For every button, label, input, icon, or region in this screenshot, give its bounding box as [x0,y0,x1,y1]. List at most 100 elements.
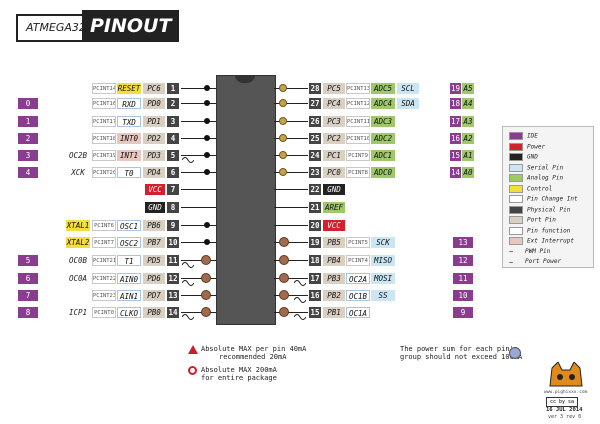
port-pin: PC0 [323,167,345,178]
analog-pin: ADC0 [371,167,395,178]
physical-pin: 24 [309,150,321,161]
pin-lead [181,260,216,261]
analog-alias: A5 [462,83,474,94]
physical-pin: 2 [167,98,179,109]
pin-function: T0 [117,167,141,178]
pcint-label: PCINT18 [92,133,116,144]
ide-number: 9 [453,307,473,318]
physical-pin: 17 [309,273,321,284]
port-pin: PC3 [323,116,345,127]
analog-pin: ADC5 [371,83,395,94]
physical-pin: 19 [309,237,321,248]
port-pin: PB6 [143,220,165,231]
port-pin: PD3 [143,150,165,161]
legend-swatch [509,184,523,193]
legend-item: Physical Pin [509,205,570,216]
legend-label: PWM Pin [525,247,551,255]
pin-lead [274,138,308,139]
pwm-icon [293,290,307,303]
pin-function: OSC2 [117,237,141,248]
pin-lead [181,189,216,190]
port-pin: PD0 [143,98,165,109]
connector-dot [204,85,210,91]
ide-number: 7 [18,290,38,301]
legend-swatch: ~ [509,248,514,256]
physical-pin: 16 [309,290,321,301]
vcc-label: VCC [145,184,165,195]
port-pin: PC1 [323,150,345,161]
pwm-icon [181,307,195,320]
legend-item: Pin Change Int [509,195,578,205]
note-line: for entire package [201,374,277,382]
note-power-sum: The power sum for each pin's group shoul… [400,345,522,361]
pcint-label: PCINT20 [92,167,116,178]
port-power-dot [201,273,211,283]
aref-label: AREF [323,202,345,213]
pin-lead [181,207,216,208]
crystal-label: XTAL2 [66,237,90,248]
serial-pin: SS [371,290,395,301]
physical-pin: 7 [167,184,179,195]
port-power-dot [279,168,287,176]
ide-number: 14 [450,167,461,178]
alt-function: OC2B [68,151,88,160]
pcint-label: PCINT8 [346,167,370,178]
legend-item: Pin function [509,226,570,237]
ide-number: 3 [18,150,38,161]
gnd-label: GND [145,202,165,213]
port-power-dot [279,290,289,300]
pcint-label: PCINT14 [92,83,116,94]
ide-number: 5 [18,255,38,266]
legend-swatch [509,163,523,172]
site-url: www.pighixxx.com [544,390,588,395]
crystal-label: XTAL1 [66,220,90,231]
pin-lead [274,189,308,190]
note-abs-max-pin: Absolute MAX per pin 40mA recommended 20… [201,345,306,361]
pin-lead [274,207,308,208]
pin-lead [274,260,308,261]
port-pin: PD7 [143,290,165,301]
pin-lead [181,278,216,279]
analog-alias: A0 [462,167,474,178]
physical-pin: 22 [309,184,321,195]
port-pin: PD5 [143,255,165,266]
pin-lead [274,225,308,226]
analog-alias: A2 [462,133,474,144]
physical-pin: 10 [167,237,179,248]
legend-label: Serial Pin [527,164,564,171]
legend-swatch [509,195,523,203]
serial-pin: SCK [371,237,395,248]
port-pin: PD1 [143,116,165,127]
ide-number: 11 [453,273,473,284]
pin-function: AIN0 [117,273,141,284]
analog-alias: A3 [462,116,474,127]
physical-pin: 23 [309,167,321,178]
analog-alias: A1 [462,150,474,161]
logo-icon [546,361,586,390]
ide-number: 8 [18,307,38,318]
port-power-dot [201,307,211,317]
pin-lead [274,295,308,296]
pin-function: TXD [117,116,141,127]
pcint-label: PCINT6 [92,220,116,231]
connector-dot [204,118,210,124]
warning-icon [188,345,198,354]
port-power-icon [509,347,521,359]
port-pin: PC2 [323,133,345,144]
vcc-label: VCC [323,220,345,231]
pin-lead [181,103,216,104]
ide-number: 13 [453,237,473,248]
legend-label: Port Power [525,258,562,265]
port-pin: PD6 [143,273,165,284]
legend-swatch [509,142,523,151]
legend-label: GND [527,153,538,161]
ide-number: 15 [450,150,461,161]
alt-function: OC0A [68,274,88,283]
port-pin: PC5 [323,83,345,94]
legend-item: ~Port Power [509,258,561,268]
pin-lead [181,312,216,313]
note-line: Absolute MAX per pin 40mA [201,345,307,353]
pin-lead [181,138,216,139]
serial-pin: MISO [371,255,395,266]
note-line: Absolute MAX 200mA [201,366,277,374]
